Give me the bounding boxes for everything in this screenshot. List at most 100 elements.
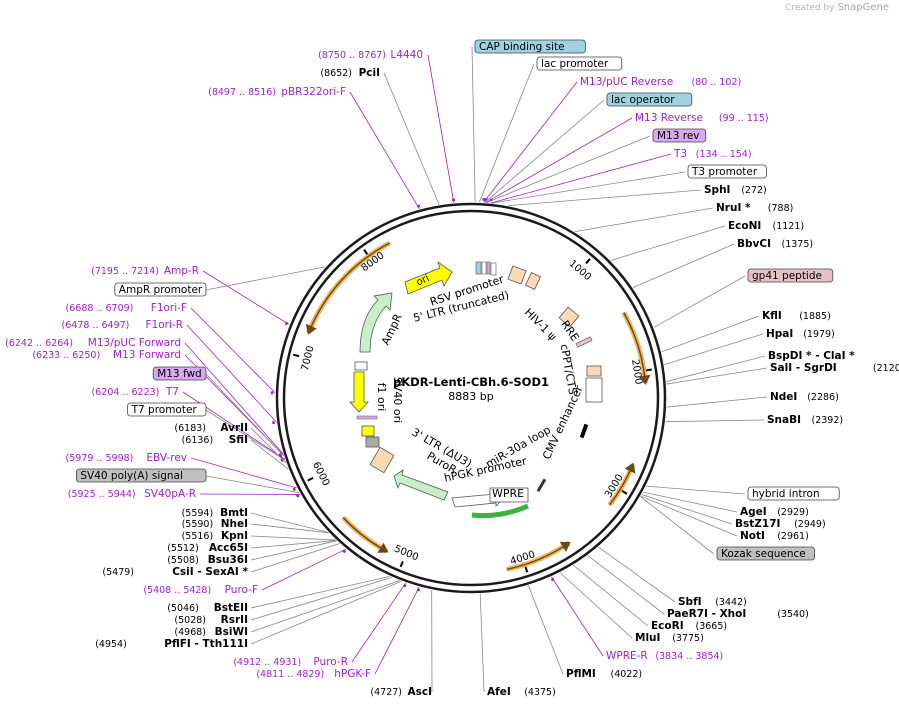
hiv-label: HIV-1 ψ <box>522 306 560 344</box>
leader-line <box>250 580 402 645</box>
label-ampr-prom: AmpR promoter <box>114 282 207 297</box>
label-name: Amp-R <box>164 265 199 277</box>
label-position: (4375) <box>524 687 556 698</box>
label-name: BstZ17I <box>735 518 780 530</box>
leader-line <box>250 543 340 573</box>
label-box <box>716 546 815 561</box>
label-pflmi: PflMI(4022) <box>566 668 642 680</box>
credit-prefix: Created by <box>785 3 835 13</box>
label-position: (5046) <box>167 603 199 614</box>
label-t7: T7(6204 .. 6223) <box>92 386 179 398</box>
label-bsteii: BstEII(5046) <box>167 602 248 614</box>
label-name: BbvCI <box>737 238 771 250</box>
label-position: (272) <box>741 185 767 196</box>
label-position: (6478 .. 6497) <box>62 320 130 331</box>
label-sfii: SfiI(6136) <box>182 434 248 446</box>
label-ampr-f: Amp-R (7195 .. 7214) <box>91 265 199 277</box>
label-name: KflI <box>762 310 782 322</box>
label-name: lac promoter <box>541 58 609 70</box>
leader-line <box>610 225 726 261</box>
label-sv40pa: SV40 poly(A) signal <box>76 468 207 483</box>
leader-line <box>664 333 764 366</box>
label-m13r: M13 Reverse(99 .. 115) <box>635 112 769 124</box>
backbone-inner-circle <box>282 209 660 587</box>
label-position: (80 .. 102) <box>692 77 742 88</box>
label-puror: Puro-R(4912 .. 4931) <box>233 656 348 668</box>
label-position: (8497 .. 8516) <box>208 87 276 98</box>
leader-line <box>559 572 633 639</box>
label-name: EBV-rev <box>146 452 187 464</box>
hiv-box-2 <box>524 272 542 290</box>
label-position: (3540) <box>777 609 809 620</box>
leader-line <box>574 207 714 233</box>
label-position: (8750 .. 8767) <box>318 50 386 61</box>
leader-line <box>250 575 390 609</box>
cmv-enhancer-box <box>585 377 603 403</box>
orf-arrowhead-arrow-2 <box>624 462 636 474</box>
label-position: (2120) <box>873 363 899 374</box>
inner-features <box>349 260 603 519</box>
label-box <box>687 164 767 179</box>
leader-line <box>527 585 564 675</box>
label-name: Acc65I <box>209 542 248 554</box>
label-name: CAP binding site <box>479 41 565 53</box>
orf-arrowhead-arrow-5 <box>305 323 317 335</box>
leader-line <box>666 367 768 385</box>
leader-line <box>205 475 300 494</box>
leader-line <box>190 457 297 489</box>
label-name: SbfI <box>678 596 702 608</box>
f1-ori-arrow <box>349 371 369 413</box>
label-name: M13/pUC Reverse <box>580 76 673 88</box>
sv40-pa-box <box>365 436 380 448</box>
label-position: (5594) <box>182 508 214 519</box>
label-noti: NotI(2961) <box>740 530 809 542</box>
label-position: (4811 .. 4829) <box>256 669 324 680</box>
label-bmti: BmtI(5594) <box>182 507 248 519</box>
scale-label: 2000 <box>629 359 644 386</box>
label-name: NruI * <box>716 202 751 214</box>
orf-arrow-arrow-4 <box>341 515 389 554</box>
leader-line <box>250 576 393 621</box>
label-name: Puro-F <box>225 584 258 596</box>
label-t3prom: T3 promoter <box>687 164 767 179</box>
label-name: pBR322ori-F <box>281 86 346 98</box>
orf-arrowhead-arrow-4 <box>377 542 389 553</box>
label-name: SalI - SgrDI <box>770 362 837 374</box>
leader-line <box>646 485 746 495</box>
leader-line <box>250 523 329 534</box>
label-ecori: EcoRI(3665) <box>651 620 727 632</box>
plasmid-name: pKDR-Lenti-CBh.6-SOD1 <box>393 375 549 389</box>
leader-line <box>250 427 287 464</box>
label-position: (3442) <box>715 597 747 608</box>
label-m13fwd: M13 fwd <box>152 366 207 381</box>
leader-line <box>427 54 455 203</box>
label-lacprom: lac promoter <box>536 56 623 71</box>
wpre-label: WPRE <box>492 487 524 500</box>
plasmid-length: 8883 bp <box>448 390 493 403</box>
primer-mark <box>295 494 300 498</box>
snapgene-logo: SnapGene <box>837 2 889 13</box>
orf-arrowhead-arrow-1 <box>638 374 651 385</box>
label-position: (134 .. 154) <box>696 149 752 160</box>
label-position: (4912 .. 4931) <box>233 657 301 668</box>
label-name: AscI <box>407 686 432 698</box>
orf-arrowhead-arrow-3 <box>559 541 571 553</box>
leader-line <box>640 496 715 555</box>
label-position: (7195 .. 7214) <box>91 266 159 277</box>
label-pcii: PciI(8652) <box>320 67 380 79</box>
leader-line <box>250 540 337 549</box>
label-name: hybrid intron <box>752 488 820 500</box>
label-sv40pa-r: SV40pA-R(5925 .. 5944) <box>68 488 196 500</box>
label-paer7i: PaeR7I - XhoI(3540) <box>667 608 809 620</box>
label-position: (5028) <box>174 615 206 626</box>
label-hybrid: hybrid intron <box>747 486 840 501</box>
label-box <box>114 282 207 297</box>
leader-line <box>250 540 337 561</box>
label-box <box>536 56 623 71</box>
label-name: M13 fwd <box>157 368 202 380</box>
label-name: WPRE-R <box>606 650 648 662</box>
scale-tick <box>307 477 314 482</box>
label-position: (5590) <box>182 519 214 530</box>
scale-tick <box>621 489 628 495</box>
label-name: AmpR promoter <box>119 284 203 296</box>
